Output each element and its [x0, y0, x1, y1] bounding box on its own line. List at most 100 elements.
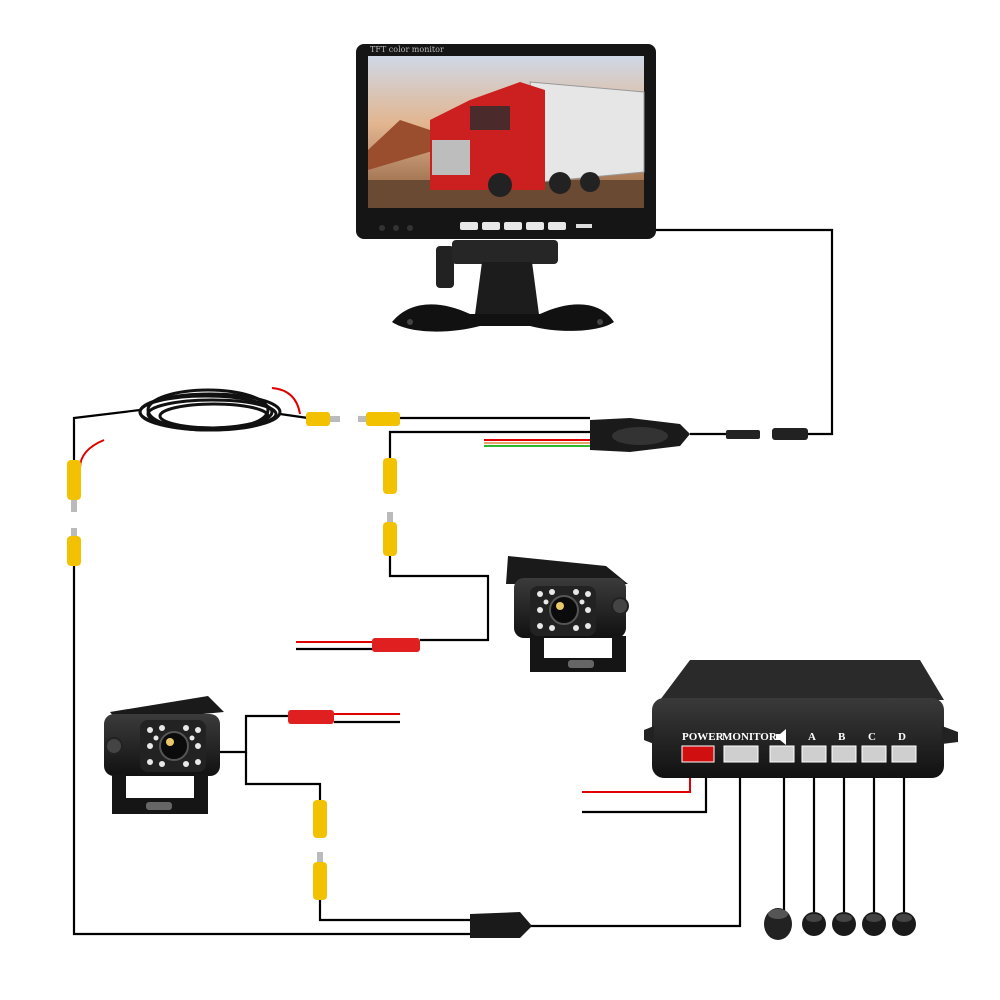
video-splitter — [470, 912, 532, 938]
monitor-button-menu[interactable] — [504, 222, 522, 230]
monitor-button-minus[interactable] — [526, 222, 544, 230]
truck-wheel-front — [488, 173, 512, 197]
base-screw-left — [407, 319, 413, 325]
port-label-c: C — [868, 731, 876, 743]
backup-camera-1 — [506, 556, 629, 672]
monitor-stand — [392, 240, 614, 332]
truck-windshield — [470, 106, 510, 130]
camera2-lens — [159, 731, 189, 761]
stand-base — [392, 304, 614, 332]
connector-male — [726, 430, 760, 439]
parking-sensor-box: POWER MONITOR A B C D — [644, 660, 958, 778]
parking-sensors — [802, 912, 916, 936]
rca-jack-left-bottom — [67, 528, 81, 566]
sensor-c — [862, 912, 886, 936]
rca-plug-left-top — [67, 460, 81, 512]
monitor-button-source[interactable] — [482, 222, 500, 230]
power-plug-camera1 — [372, 638, 420, 652]
connector-female — [772, 428, 808, 440]
stand-bracket — [452, 240, 558, 264]
rca-plug-harness-down — [383, 458, 397, 494]
coil-loop-3 — [146, 388, 270, 432]
truck-wheel-trailer — [580, 172, 600, 192]
camera2-lens-glint — [166, 738, 174, 746]
sensor-a — [802, 912, 826, 936]
port-b[interactable] — [831, 745, 857, 763]
port-monitor[interactable] — [723, 745, 759, 763]
camera2-bracket — [112, 774, 208, 814]
splitter-body — [470, 912, 532, 938]
port-d[interactable] — [891, 745, 917, 763]
box-mount-right — [942, 726, 958, 744]
rca-jack-camera1 — [383, 512, 397, 556]
port-speaker[interactable] — [769, 745, 795, 763]
cable-coil — [138, 388, 282, 432]
box-top — [660, 660, 944, 700]
harness-junction — [590, 418, 690, 452]
sensor-d — [892, 912, 916, 936]
tft-monitor: TFT color monitor — [356, 44, 656, 332]
wire-camera2-bottom — [318, 900, 470, 922]
truck-trailer — [529, 81, 645, 183]
camera2-side-bolt — [105, 737, 123, 755]
wire-camera2-feed — [220, 714, 288, 754]
monitor-button-mode[interactable] — [460, 222, 478, 230]
port-label-d: D — [898, 731, 906, 743]
stand-knob — [436, 246, 454, 288]
rca-connectors — [67, 412, 400, 900]
speaker-icon — [776, 729, 786, 745]
power-plugs — [288, 638, 420, 724]
monitor-buttons — [379, 222, 592, 231]
rca-plug-camera2 — [313, 800, 327, 838]
port-label-power: POWER — [682, 731, 725, 743]
rca-jack-camera2-bottom — [313, 852, 327, 900]
rca-plug-coil-right — [306, 412, 340, 426]
port-label-a: A — [808, 731, 816, 743]
camera2-bracket-slot — [146, 802, 172, 810]
camera1-lens — [549, 595, 579, 625]
power-wires — [79, 387, 691, 793]
camera2-ir-leds — [147, 725, 201, 767]
buzzer-top — [768, 909, 788, 919]
camera1-bracket — [530, 636, 626, 672]
wire-camera2-video — [244, 752, 322, 800]
wire-coil-right — [279, 412, 309, 420]
port-power[interactable] — [681, 745, 715, 763]
backup-camera-2 — [104, 696, 224, 814]
port-c[interactable] — [861, 745, 887, 763]
port-a[interactable] — [801, 745, 827, 763]
power-plug-camera2 — [288, 710, 334, 724]
port-label-monitor: MONITOR — [722, 731, 778, 743]
base-screw-right — [597, 319, 603, 325]
monitor-bezel-label: TFT color monitor — [370, 45, 444, 54]
wire-box-ground — [582, 762, 708, 814]
monitor-button-plus[interactable] — [548, 222, 566, 230]
camera1-bracket-slot — [568, 660, 594, 668]
red-wire-left — [79, 439, 105, 469]
wiring — [72, 228, 906, 936]
truck-grille — [432, 140, 470, 175]
stand-neck — [474, 262, 540, 322]
box-mount-left — [644, 726, 654, 744]
monitor-power-led — [576, 224, 592, 228]
wire-left-down — [72, 566, 470, 936]
buzzer — [764, 908, 792, 940]
monitor-indicator-3 — [407, 225, 413, 231]
monitor-connector — [726, 428, 808, 440]
wire-box-monitor — [530, 762, 742, 928]
camera1-side-bolt — [611, 597, 629, 615]
coil-loop-5 — [138, 394, 274, 430]
truck-wheel-rear — [549, 172, 571, 194]
sensor-b — [832, 912, 856, 936]
junction-highlight — [612, 427, 668, 445]
wire-left-top — [72, 408, 141, 460]
rca-jack-harness — [358, 412, 400, 426]
monitor-indicator-2 — [393, 225, 399, 231]
wire-harness-second — [388, 430, 590, 458]
camera1-visor — [506, 556, 628, 584]
camera1-lens-glint — [556, 602, 564, 610]
wire-camera1-feed — [388, 556, 490, 642]
monitor-indicator-1 — [379, 225, 385, 231]
port-label-b: B — [838, 731, 846, 743]
